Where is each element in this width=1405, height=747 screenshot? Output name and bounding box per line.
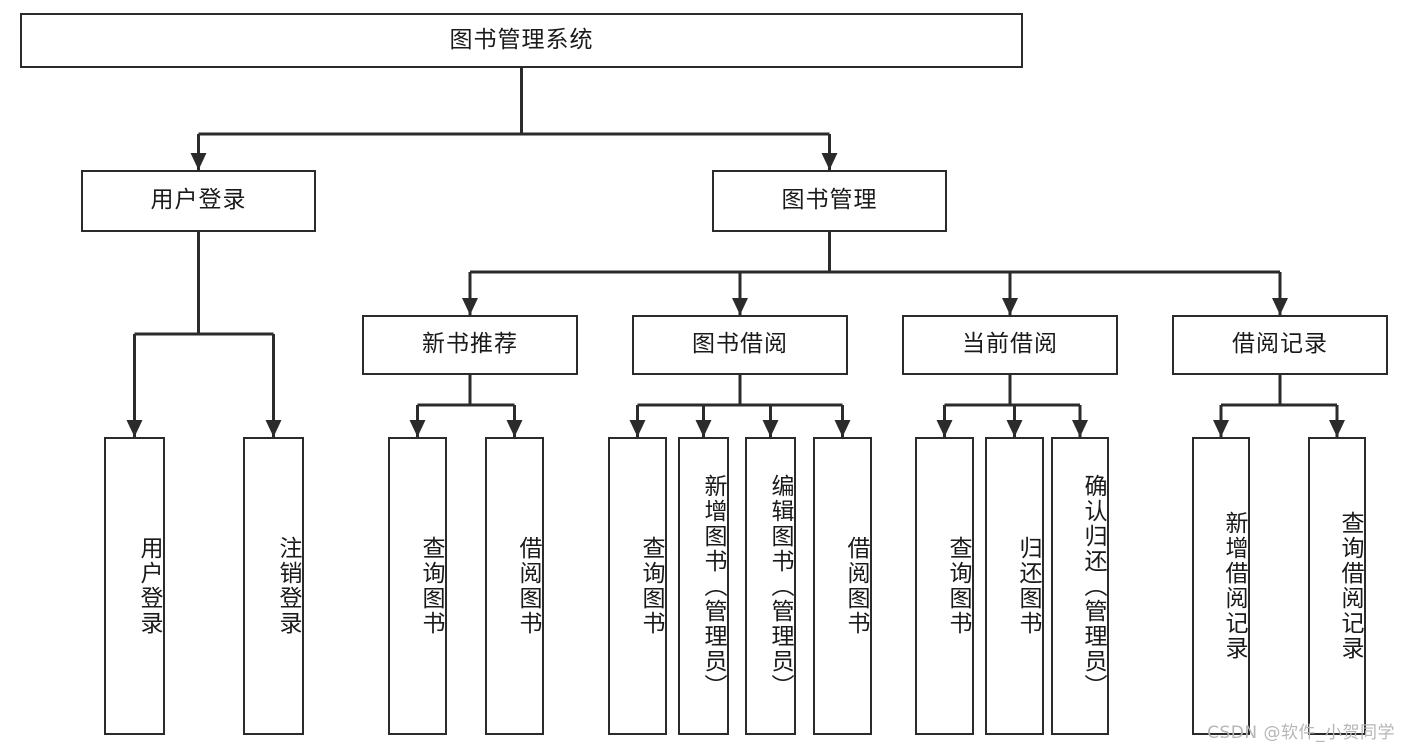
node-label: 查询图书	[418, 536, 444, 636]
node-leaf-new-borrow: 借阅图书	[485, 437, 544, 735]
node-root: 图书管理系统	[20, 13, 1023, 68]
node-label: 查询图书	[638, 536, 664, 636]
node-label: 用户登录	[136, 536, 162, 636]
node-leaf-borrow-edit: 编辑图书（管理员）	[745, 437, 796, 735]
node-label: 借阅图书	[843, 536, 869, 636]
node-label: 归还图书	[1015, 536, 1041, 636]
node-label: 确认归还（管理员）	[1080, 473, 1106, 699]
node-label: 新书推荐	[422, 331, 518, 358]
node-login: 用户登录	[81, 170, 316, 232]
node-leaf-new-query: 查询图书	[388, 437, 447, 735]
node-label: 图书借阅	[692, 331, 788, 358]
node-leaf-user-logout: 注销登录	[243, 437, 304, 735]
node-bookmgmt: 图书管理	[712, 170, 947, 232]
node-label: 注销登录	[275, 536, 301, 636]
node-leaf-current-query: 查询图书	[915, 437, 974, 735]
node-label: 借阅记录	[1232, 331, 1328, 358]
node-leaf-borrow-lend: 借阅图书	[813, 437, 872, 735]
node-label: 编辑图书（管理员）	[767, 473, 793, 699]
node-label: 新增图书（管理员）	[700, 473, 726, 699]
node-leaf-current-confirm: 确认归还（管理员）	[1051, 437, 1109, 735]
node-leaf-current-return: 归还图书	[985, 437, 1044, 735]
node-label: 查询图书	[945, 536, 971, 636]
node-label: 借阅图书	[515, 536, 541, 636]
node-record: 借阅记录	[1172, 315, 1388, 375]
node-label: 查询借阅记录	[1337, 511, 1363, 661]
node-label: 图书管理	[781, 187, 878, 214]
node-leaf-user-login: 用户登录	[104, 437, 165, 735]
node-leaf-record-query: 查询借阅记录	[1308, 437, 1366, 735]
node-leaf-borrow-query: 查询图书	[608, 437, 667, 735]
node-newbook: 新书推荐	[362, 315, 578, 375]
node-borrow: 图书借阅	[632, 315, 848, 375]
node-label: 新增借阅记录	[1221, 511, 1247, 661]
node-leaf-record-add: 新增借阅记录	[1192, 437, 1250, 735]
node-label: 图书管理系统	[449, 26, 594, 53]
watermark: CSDN @软件_小贺同学	[1207, 723, 1395, 743]
node-leaf-borrow-add: 新增图书（管理员）	[678, 437, 729, 735]
node-current: 当前借阅	[902, 315, 1118, 375]
node-label: 当前借阅	[962, 331, 1058, 358]
node-label: 用户登录	[150, 187, 247, 214]
